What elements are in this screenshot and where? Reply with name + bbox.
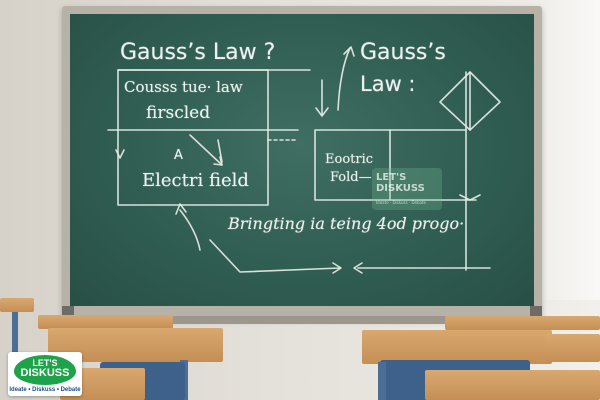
lets-diskuss-logo: LET'S DISKUSS Ideate • Diskuss • Debate xyxy=(8,352,82,396)
board-bracket-right xyxy=(530,306,542,318)
chalk-tray xyxy=(60,316,544,324)
label-a: A xyxy=(174,148,183,163)
logo-speech-bubble xyxy=(14,355,76,385)
desk-right-back xyxy=(445,316,600,330)
watermark: LET'S DISKUSS Ideate · Diskuss · Debate xyxy=(372,168,442,210)
desk-center-back xyxy=(38,315,173,329)
small-box-line2: Fold— xyxy=(330,170,372,185)
title-gauss-law: Gauss’s Law ? xyxy=(120,40,276,65)
chalkboard xyxy=(70,14,534,306)
box-text-line1: Cousss tue· law xyxy=(124,78,243,96)
desk-bottom-right xyxy=(425,370,600,400)
title-law-right: Law : xyxy=(360,72,416,96)
watermark-subtitle: Ideate · Diskuss · Debate xyxy=(376,200,427,205)
watermark-title: LET'S DISKUSS xyxy=(376,172,425,194)
logo-line2: DISKUSS xyxy=(20,367,70,379)
desk-leg xyxy=(378,362,386,400)
box-text-line2: firscled xyxy=(146,103,211,123)
bottom-scribble: Bringting ia teing 4od progo· xyxy=(228,214,465,233)
desk-leg xyxy=(12,312,18,352)
desk-right-front xyxy=(362,330,552,364)
desk-left-back xyxy=(0,298,34,312)
title-gauss-right: Gauss’s xyxy=(360,40,446,65)
logo-line1: LET'S xyxy=(32,358,58,368)
logo-tagline: Ideate • Diskuss • Debate xyxy=(9,387,81,393)
label-electric-field: Electri field xyxy=(142,170,249,191)
desk-far-right xyxy=(545,334,600,362)
small-box-line1: Eootric xyxy=(325,152,374,167)
